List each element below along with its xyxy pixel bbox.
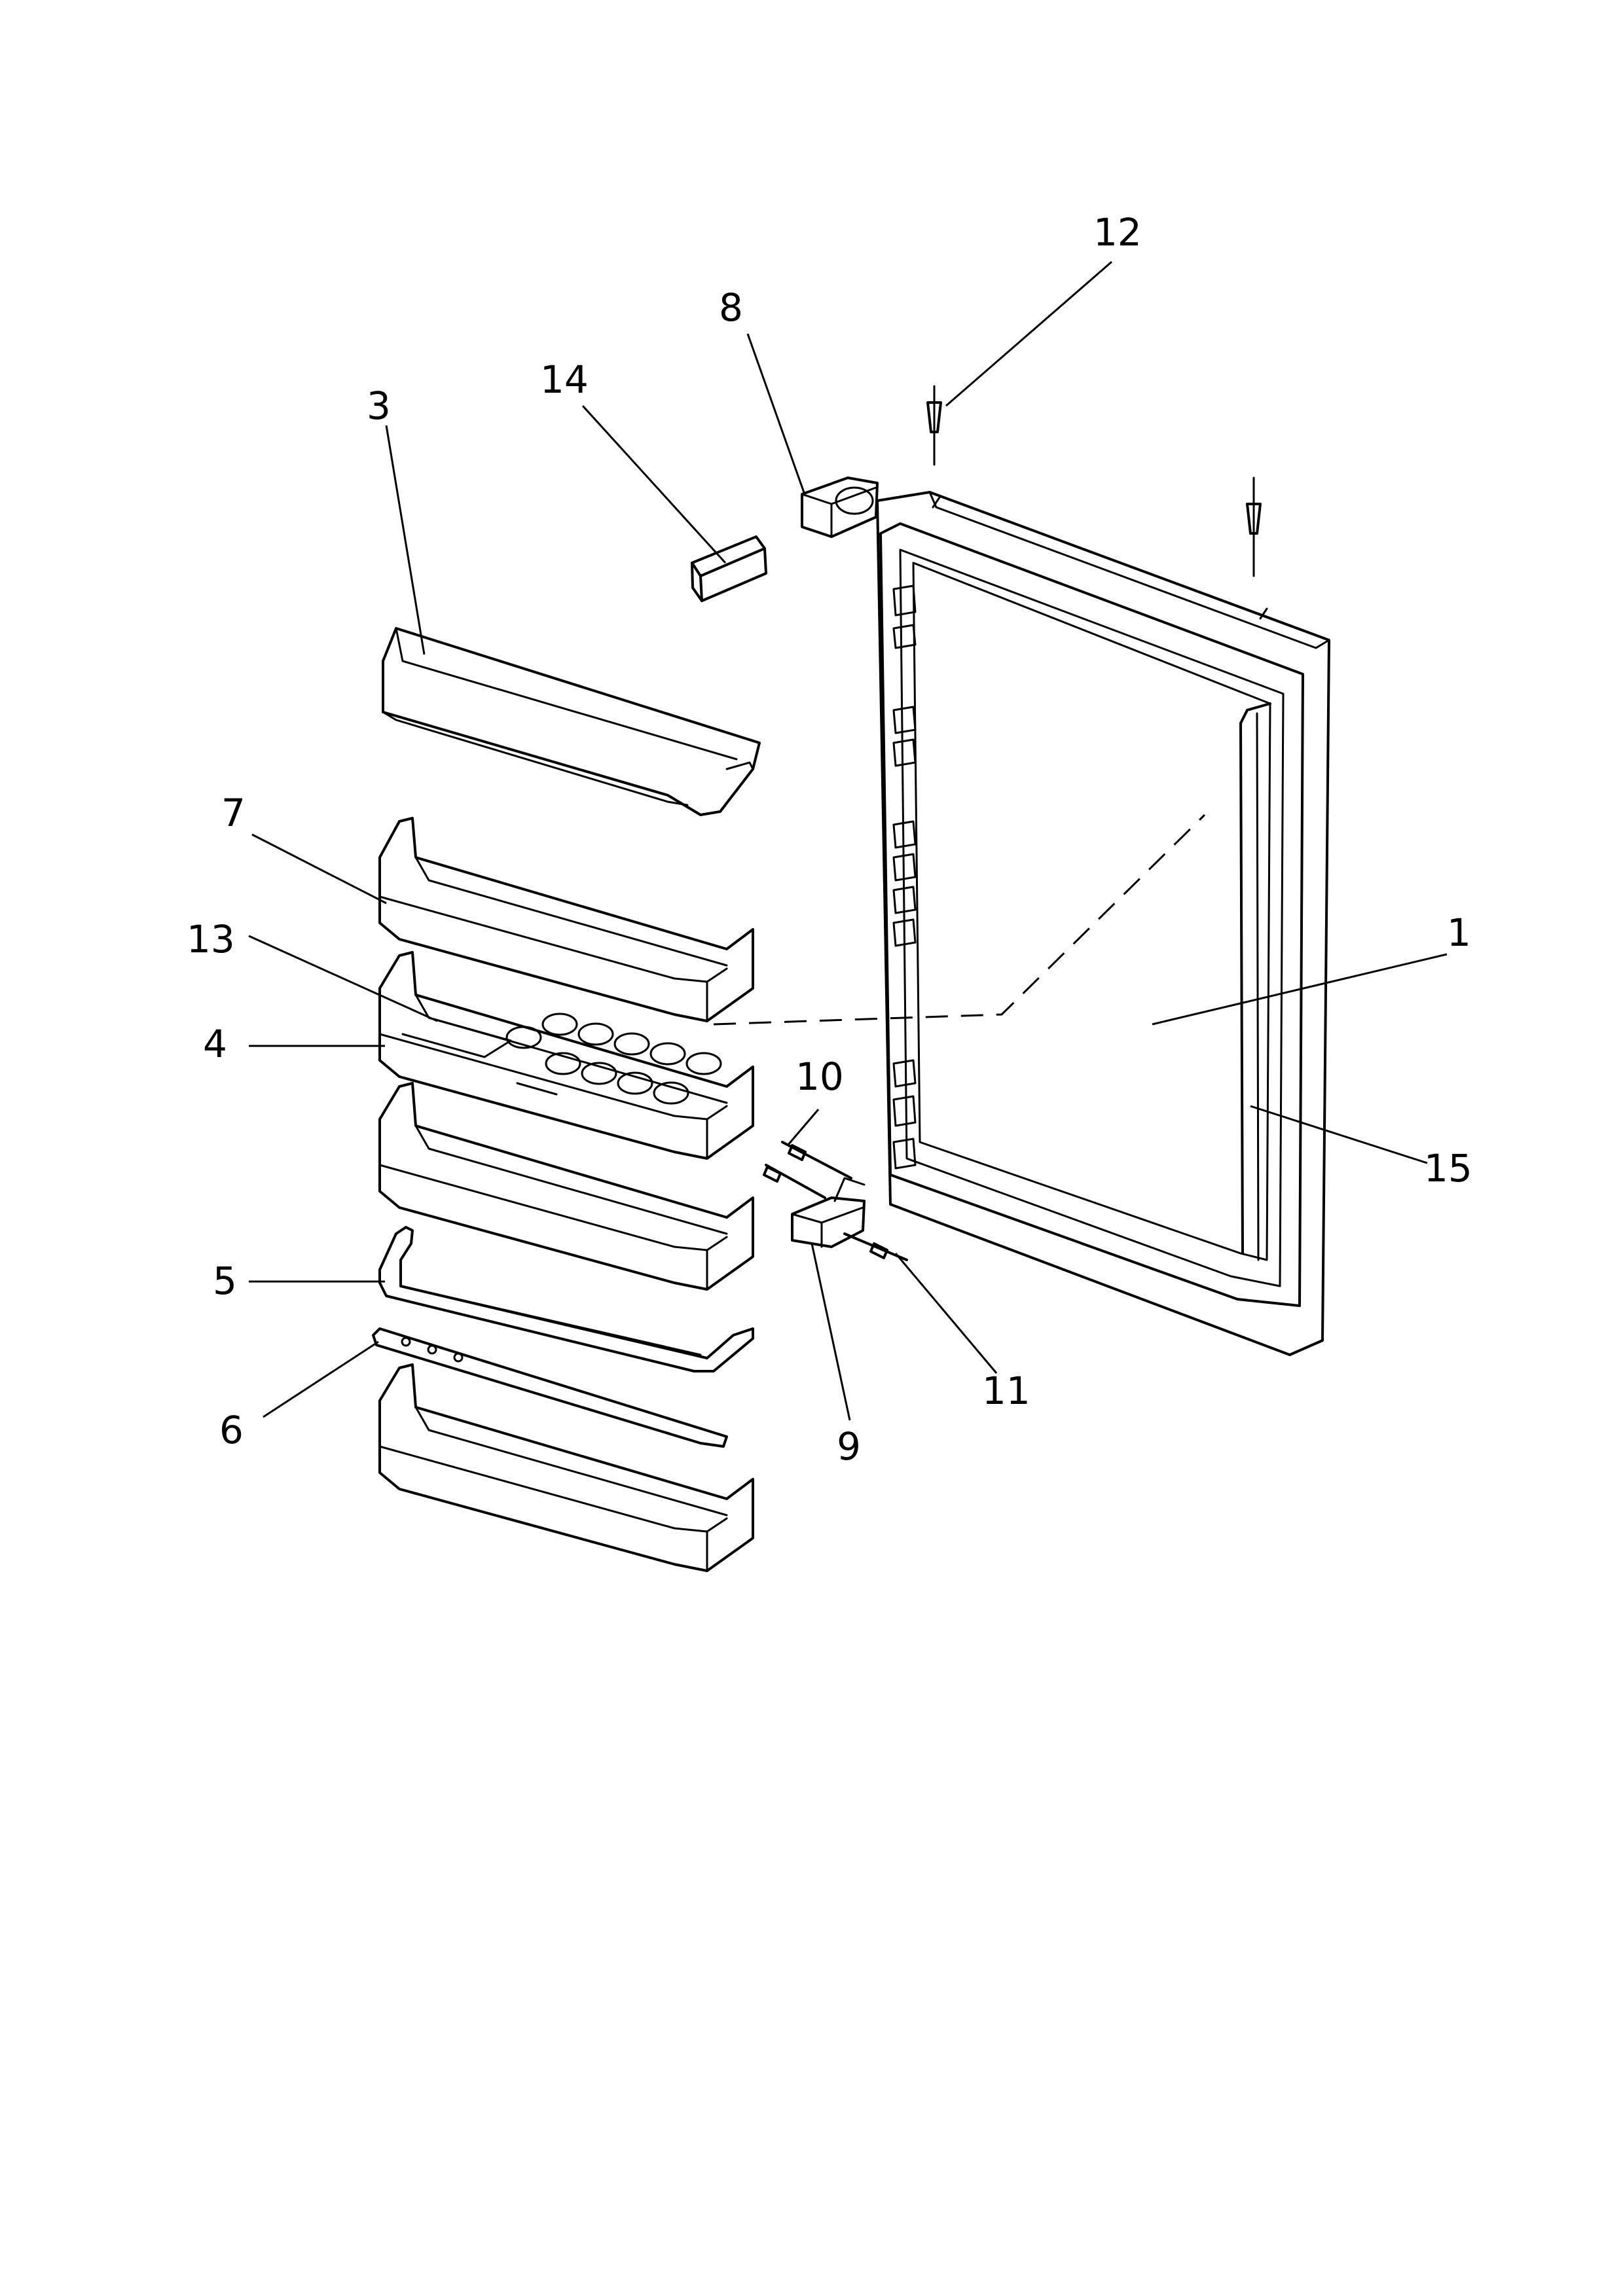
screw-left (763, 1164, 826, 1199)
callout-labels: 1 3 4 5 6 7 8 9 10 11 12 13 14 15 (187, 210, 1472, 1469)
hinge-pin-top-left (926, 385, 942, 466)
callout-13: 13 (187, 917, 235, 961)
shelf-lid (382, 627, 761, 816)
callout-15: 15 (1424, 1146, 1472, 1191)
callout-12: 12 (1093, 210, 1142, 255)
door-bin-bottom (378, 1363, 754, 1572)
callout-1: 1 (1447, 910, 1471, 955)
hinge-pin-top-right (1246, 476, 1262, 577)
callout-8: 8 (719, 285, 743, 330)
bottom-hinge-block (791, 1177, 866, 1248)
top-hinge-block (801, 476, 879, 538)
callout-6: 6 (219, 1408, 244, 1452)
assembly-dashed-line (713, 814, 1206, 1026)
callout-5: 5 (213, 1259, 237, 1303)
door-bin-upper (378, 817, 754, 1022)
bottle-guard-rail (372, 1327, 728, 1448)
callout-9: 9 (837, 1424, 861, 1469)
callout-10: 10 (795, 1054, 844, 1099)
door-panel (876, 491, 1330, 1356)
leader-lines (248, 260, 1448, 1421)
screw-upper (781, 1141, 852, 1179)
small-bracket (691, 535, 767, 602)
callout-4: 4 (203, 1022, 227, 1066)
door-bin-middle (378, 1082, 754, 1291)
door-bin-egg (378, 951, 754, 1160)
callout-3: 3 (367, 384, 391, 428)
bottle-guard-bar (378, 1226, 754, 1372)
callout-11: 11 (982, 1369, 1030, 1413)
callout-7: 7 (221, 791, 246, 835)
callout-14: 14 (540, 357, 589, 402)
